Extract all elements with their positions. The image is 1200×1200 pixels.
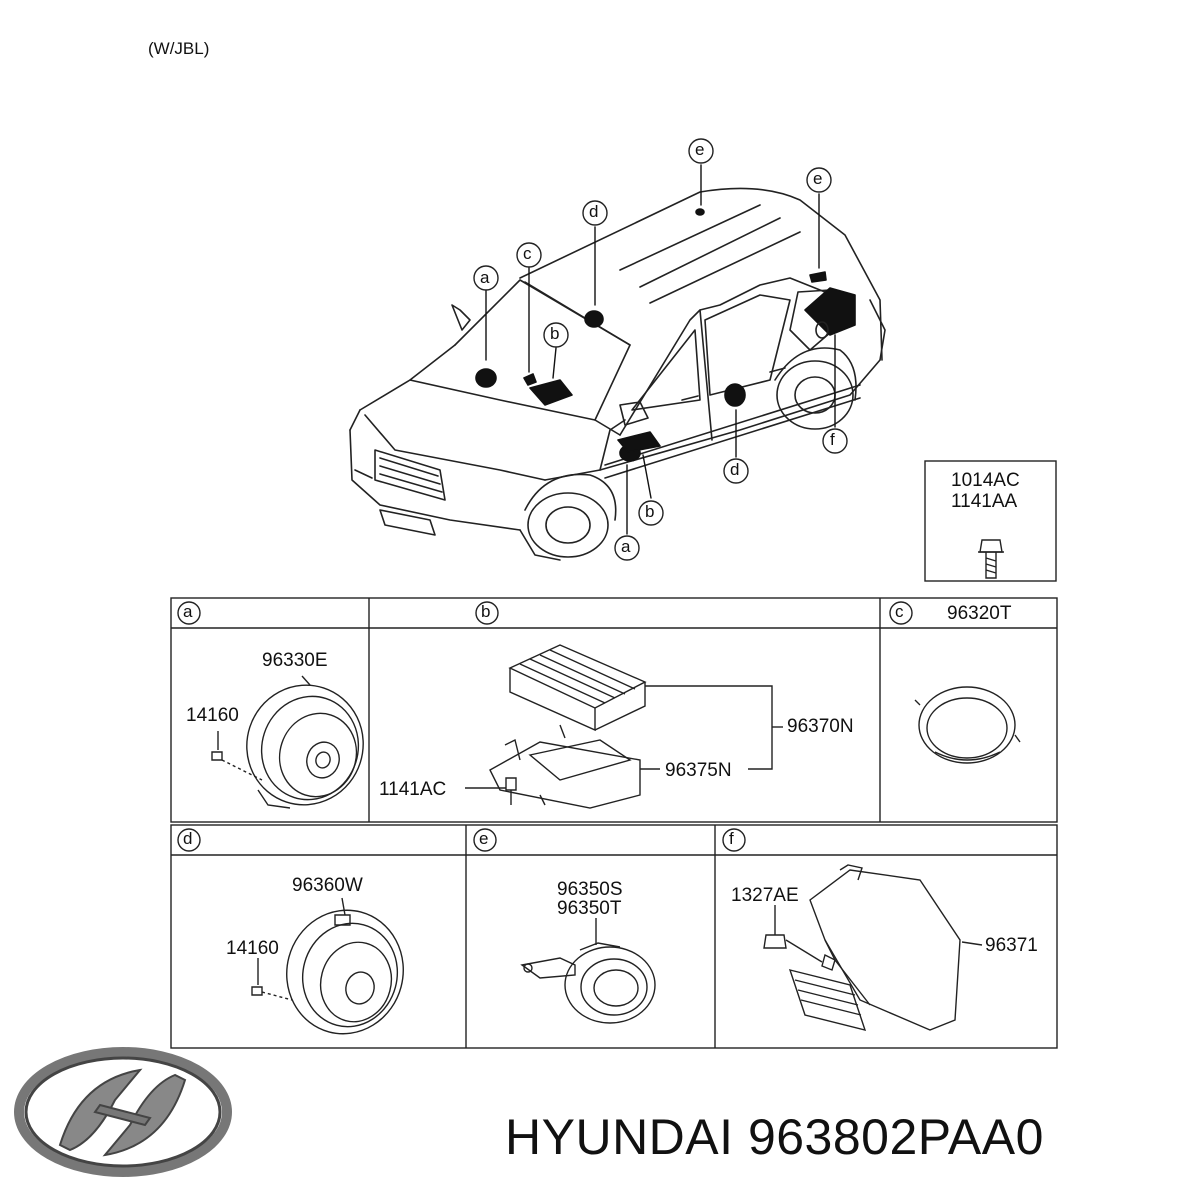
fastener-code-2: 1141AA [951, 491, 1018, 512]
part-1327AE: 1327AE [731, 885, 799, 906]
part-96370N: 96370N [787, 716, 854, 737]
callout-e-rear: e [813, 169, 823, 188]
part-96350T: 96350T [557, 898, 622, 919]
part-96320T: 96320T [947, 603, 1012, 624]
panel-e-letter: e [479, 829, 489, 848]
panel-f-letter: f [729, 829, 734, 848]
part-96360W: 96360W [292, 875, 363, 896]
part-14160-d: 14160 [226, 938, 279, 959]
panel-c-letter: c [895, 602, 904, 621]
panel-b-letter: b [481, 602, 491, 621]
part-96375N: 96375N [665, 760, 732, 781]
part-96371: 96371 [985, 935, 1038, 956]
callout-d-lower: d [730, 460, 740, 479]
callout-d-top: d [589, 202, 599, 221]
callout-f: f [830, 430, 835, 449]
hyundai-logo-icon [14, 1047, 232, 1177]
panel-d-letter: d [183, 829, 193, 848]
part-96350S: 96350S [557, 879, 623, 900]
callout-b-lower: b [645, 502, 655, 521]
panel-a-letter: a [183, 602, 193, 621]
callout-a-top: a [480, 268, 490, 287]
fastener-code-1: 1014AC [951, 470, 1020, 491]
variant-note: (W/JBL) [148, 39, 210, 58]
callout-a-lower: a [621, 537, 631, 556]
part-1141AC: 1141AC [379, 779, 447, 800]
brand-name: HYUNDAI [505, 1109, 734, 1165]
callout-e-roof: e [695, 140, 705, 159]
part-96330E: 96330E [262, 650, 328, 671]
part-14160-a: 14160 [186, 705, 239, 726]
callout-b-top: b [550, 324, 560, 343]
callout-c-top: c [523, 244, 532, 263]
brand-part-number: 963802PAA0 [747, 1109, 1044, 1165]
brand-footer: HYUNDAI 963802PAA0 [505, 1112, 1044, 1162]
vehicle-outline [349, 187, 886, 561]
